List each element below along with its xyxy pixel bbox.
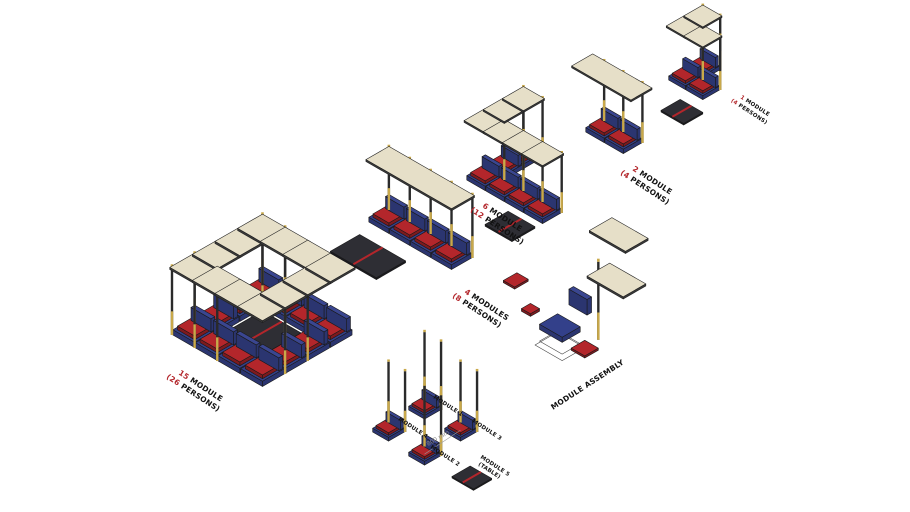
canopy-edge: [521, 153, 543, 168]
label-number: (4: [619, 168, 631, 180]
label-6-module: 6 MODULE (12 PERSONS): [469, 201, 526, 246]
canopy-edge: [683, 35, 704, 49]
label-module-3: MODULE 3: [471, 419, 503, 442]
label-4-modules: 4 MODULES (8 PERSONS): [451, 287, 511, 329]
group-4-modules: [330, 144, 475, 280]
group-module-assembly: [503, 217, 649, 361]
group-1-module: [660, 3, 723, 126]
seat-backrest-top: [326, 304, 351, 320]
assembly-cushion-top: [570, 340, 599, 357]
group-15-module: [169, 212, 356, 387]
group-module-5-table: [451, 465, 492, 491]
label-number: 6: [481, 201, 490, 212]
assembly-backrest-top: [568, 286, 592, 300]
seat-backrest-top: [235, 330, 261, 346]
label-1-module: 1 MODULE (4 PERSONS): [730, 95, 771, 127]
label-module-1: MODULE 1: [432, 395, 464, 418]
canopy-edge: [237, 306, 263, 324]
label-number: 2: [631, 164, 640, 175]
canopy-edge: [482, 109, 505, 124]
group-module-2: [408, 383, 443, 466]
group-2-module: [571, 53, 653, 154]
label-number: (4: [730, 98, 739, 107]
rug-stripe: [462, 471, 482, 484]
label-module-4: MODULE 4: [397, 417, 429, 440]
label-number: (8: [451, 291, 463, 303]
group-module-3: [444, 359, 479, 442]
canopy-edge: [305, 267, 331, 285]
rug-stripe: [671, 104, 692, 118]
label-number: 4: [463, 287, 472, 298]
assembly-cushion-top: [503, 272, 529, 288]
canopy-edge: [683, 15, 704, 29]
label-module-assembly: MODULE ASSEMBLY: [549, 357, 626, 411]
seat-backrest-top: [682, 56, 702, 68]
canopy-edge: [259, 293, 286, 311]
canopy-edge: [502, 98, 524, 113]
canopy-edge: [214, 241, 241, 259]
assembly-base-top: [539, 313, 581, 338]
canopy-edge: [365, 159, 452, 212]
seat-backrest-top: [258, 343, 283, 359]
label-number: 1: [739, 95, 746, 102]
assembly-cushion-top: [521, 303, 540, 315]
dimension-line: [424, 429, 461, 455]
label-2-module: 2 MODULE (4 PERSONS): [619, 164, 674, 206]
canopy-edge: [571, 65, 632, 103]
label-module-2: MODULE 2: [429, 445, 461, 468]
canopy-edge: [282, 280, 309, 298]
seat-backrest-top: [481, 154, 503, 167]
canopy-edge: [588, 230, 626, 254]
label-15-module: 15 MODULE (26 PERSONS): [165, 368, 225, 413]
group-6-module: [463, 84, 564, 242]
dimension-800mm: 800 mm: [426, 429, 451, 448]
rug-stripe: [498, 217, 523, 233]
rug-stripe: [352, 246, 384, 266]
label-module-5: MODULE 5 (TABLE): [477, 455, 511, 481]
canopy-edge: [586, 275, 624, 300]
group-module-4: [372, 359, 407, 442]
